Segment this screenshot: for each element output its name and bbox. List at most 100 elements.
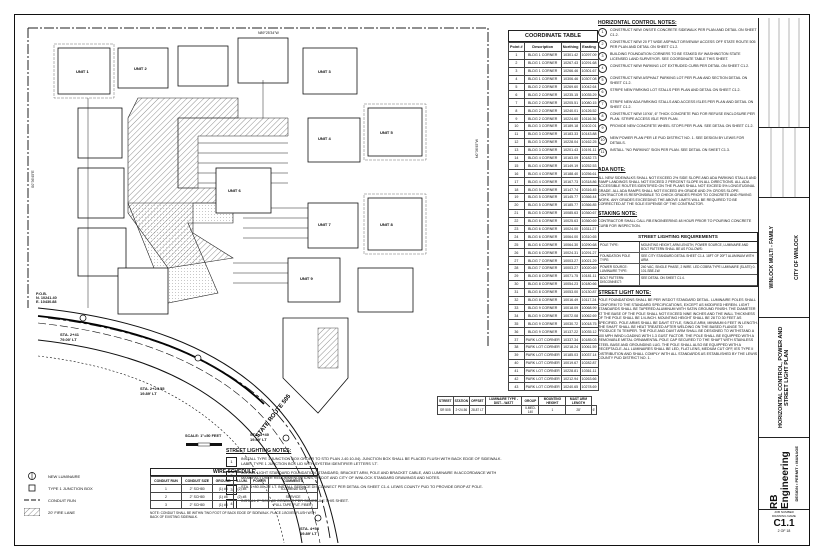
company-tagline: DESIGN • PERMIT • MANAGE (794, 445, 799, 502)
table-cell: PULL TAPE (FUT. FIBER) (268, 500, 318, 509)
table-cell: 10080.15 (579, 98, 599, 108)
table-cell: 10018.09 (560, 303, 581, 313)
table-cell: BLDG 3 CORNER (523, 129, 562, 139)
scale-bar (186, 442, 222, 447)
table-cell: 10162.25 (579, 137, 599, 147)
table-cell: BLDG 2 CORNER (523, 114, 562, 124)
table-cell: BLDG 4 CORNER (523, 169, 562, 179)
table-cell (233, 500, 251, 509)
table-cell: 10035.29 (579, 90, 599, 100)
note-text: CONSTRUCT NEW ONSITE CONCRETE SIDEWALK P… (610, 28, 757, 37)
note-number: 10 (598, 136, 607, 146)
table-cell: 10021.29 (579, 256, 599, 266)
table-cell: 10143.88 (579, 129, 599, 139)
legend-label: NEW LUMINAIRE (48, 473, 81, 479)
table-cell: 9 (508, 114, 525, 124)
note-text: NEW POWER PLAN PER LE PUD DISTRICT NO. 1… (610, 136, 745, 145)
table-cell: 10061.59 (579, 342, 599, 352)
unit-label: UNIT 5 (380, 130, 393, 135)
conduit-run-icon (24, 497, 40, 503)
table-cell: 29 (508, 271, 525, 281)
table-cell: 10126.52 (579, 106, 599, 116)
luminaires (79, 314, 322, 522)
table-cell: 10301.67 (579, 66, 599, 76)
table-cell: BLDG 9 CORNER (523, 311, 562, 321)
table-cell: 28.87 LT (469, 405, 486, 415)
revision-block (759, 18, 809, 128)
conduit-run (47, 317, 331, 539)
table-cell: 10185.03 (560, 350, 581, 360)
table-cell: 21 (508, 208, 525, 218)
table-cell: 40 (508, 358, 525, 368)
table-cell: BLDG 1 CORNER (523, 66, 562, 76)
sheet-title: HORIZONTAL CONTROL, POWER AND STREET LIG… (778, 326, 790, 429)
table-cell: PARK LOT CORNER (523, 350, 562, 360)
staking-note-title: STAKING NOTE: (598, 210, 638, 217)
table-cell: BLDG 2 CORNER (523, 98, 562, 108)
table-cell: 6' (590, 405, 598, 415)
table-cell: 43 (508, 382, 525, 392)
table-cell: (2) #8 (233, 484, 251, 493)
table-cell: 10337.34 (560, 335, 581, 344)
note-text: INSTALL TYPE 1 JUNCTION BOX ORDER TO STD… (241, 457, 502, 466)
table-cell: BLDG 4 CORNER (523, 177, 562, 187)
table-cell: 10188.40 (560, 169, 581, 179)
staking-note-text: CONTRACTOR SHALL CALL RB ENGINEERING 48 … (598, 219, 752, 228)
table-cell: 10278.69 (579, 382, 599, 392)
table-cell: 10291.68 (579, 58, 599, 68)
note-text: BUILDING FOUNDATION CORNERS TO BE STAKED… (610, 52, 741, 61)
table-cell: 10360.67 (579, 208, 599, 218)
table-cell: 10361.11 (579, 366, 599, 376)
table-cell: 14 (508, 153, 525, 163)
table-cell: 36 (508, 327, 525, 337)
column-header: POWER (249, 476, 270, 485)
fire-lane-icon (24, 508, 40, 516)
table-cell: 10297.09 (579, 51, 599, 60)
table-cell: 10018.75 (579, 319, 599, 329)
table-cell: 7 (508, 98, 525, 108)
table-cell: 10072.08 (560, 311, 581, 321)
luminaire-icon (194, 354, 202, 362)
unit-label: UNIT 9 (300, 276, 313, 281)
svg-text:N0°36'45"W: N0°36'45"W (475, 138, 479, 158)
table-cell: BLDG 1 CORNER (523, 51, 562, 60)
project-name: WINLOCK MULTI - FAMILY (768, 226, 775, 289)
column-header: Point # (508, 42, 525, 52)
luminaire-icon (282, 434, 290, 442)
unit-label: UNIT 2 (134, 66, 147, 71)
table-cell: 10147.74 (560, 185, 581, 195)
note-number: 1 (598, 28, 607, 38)
table-cell: 10185.03 (579, 335, 599, 344)
unit-2-footprint (117, 47, 169, 89)
station-callout: STA. 4+53 19.89' LT (300, 526, 319, 536)
table-cell: 20 (508, 200, 525, 210)
table-cell: 10282.87 (579, 358, 599, 368)
table-cell: 1 (538, 405, 567, 415)
table-cell: 2" SCH80 (180, 500, 214, 509)
table-cell: 10071.75 (560, 271, 581, 281)
street-lighting-requirements: STREET LIGHTING REQUIREMENTS POLE TYPE:M… (598, 232, 758, 287)
table-cell: 10116.36 (579, 114, 599, 124)
table-cell: BLDG 8 CORNER (523, 279, 562, 289)
table-cell: 10316.45 (579, 185, 599, 195)
company-name: RB Engineering (769, 451, 791, 509)
unit-label: UNIT 8 (380, 222, 393, 227)
table-cell: 10366.44 (579, 193, 599, 202)
note-number: 8 (598, 112, 607, 122)
